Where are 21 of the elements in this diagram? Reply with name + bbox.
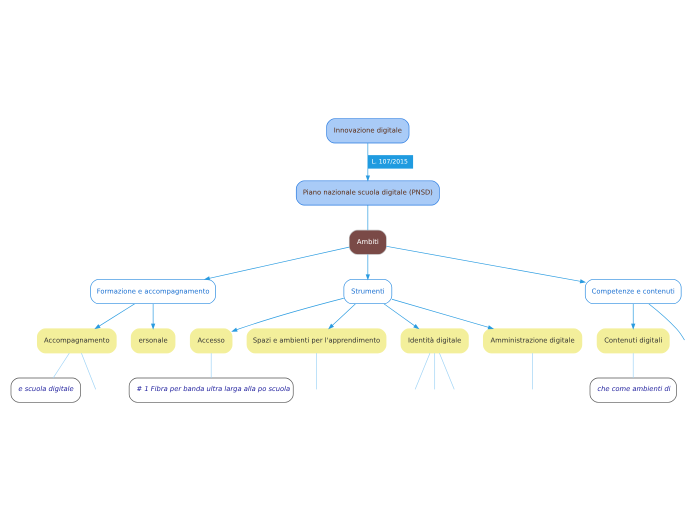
arrow <box>631 303 636 330</box>
connector <box>81 352 96 390</box>
connector <box>52 352 70 378</box>
connector <box>434 352 436 390</box>
connector <box>532 352 533 390</box>
connector <box>414 352 430 390</box>
connector <box>632 352 634 378</box>
arrow <box>366 142 370 182</box>
arrow <box>94 302 136 329</box>
arrow <box>366 254 370 280</box>
arrow <box>231 297 344 332</box>
arrow <box>386 245 586 283</box>
arrow <box>384 302 420 329</box>
connector <box>648 303 685 340</box>
arrow <box>328 303 356 329</box>
arrow <box>204 246 350 280</box>
connector <box>210 352 212 378</box>
connector <box>439 352 455 390</box>
arrow <box>392 298 494 329</box>
connector <box>316 352 317 390</box>
arrow <box>150 303 156 330</box>
